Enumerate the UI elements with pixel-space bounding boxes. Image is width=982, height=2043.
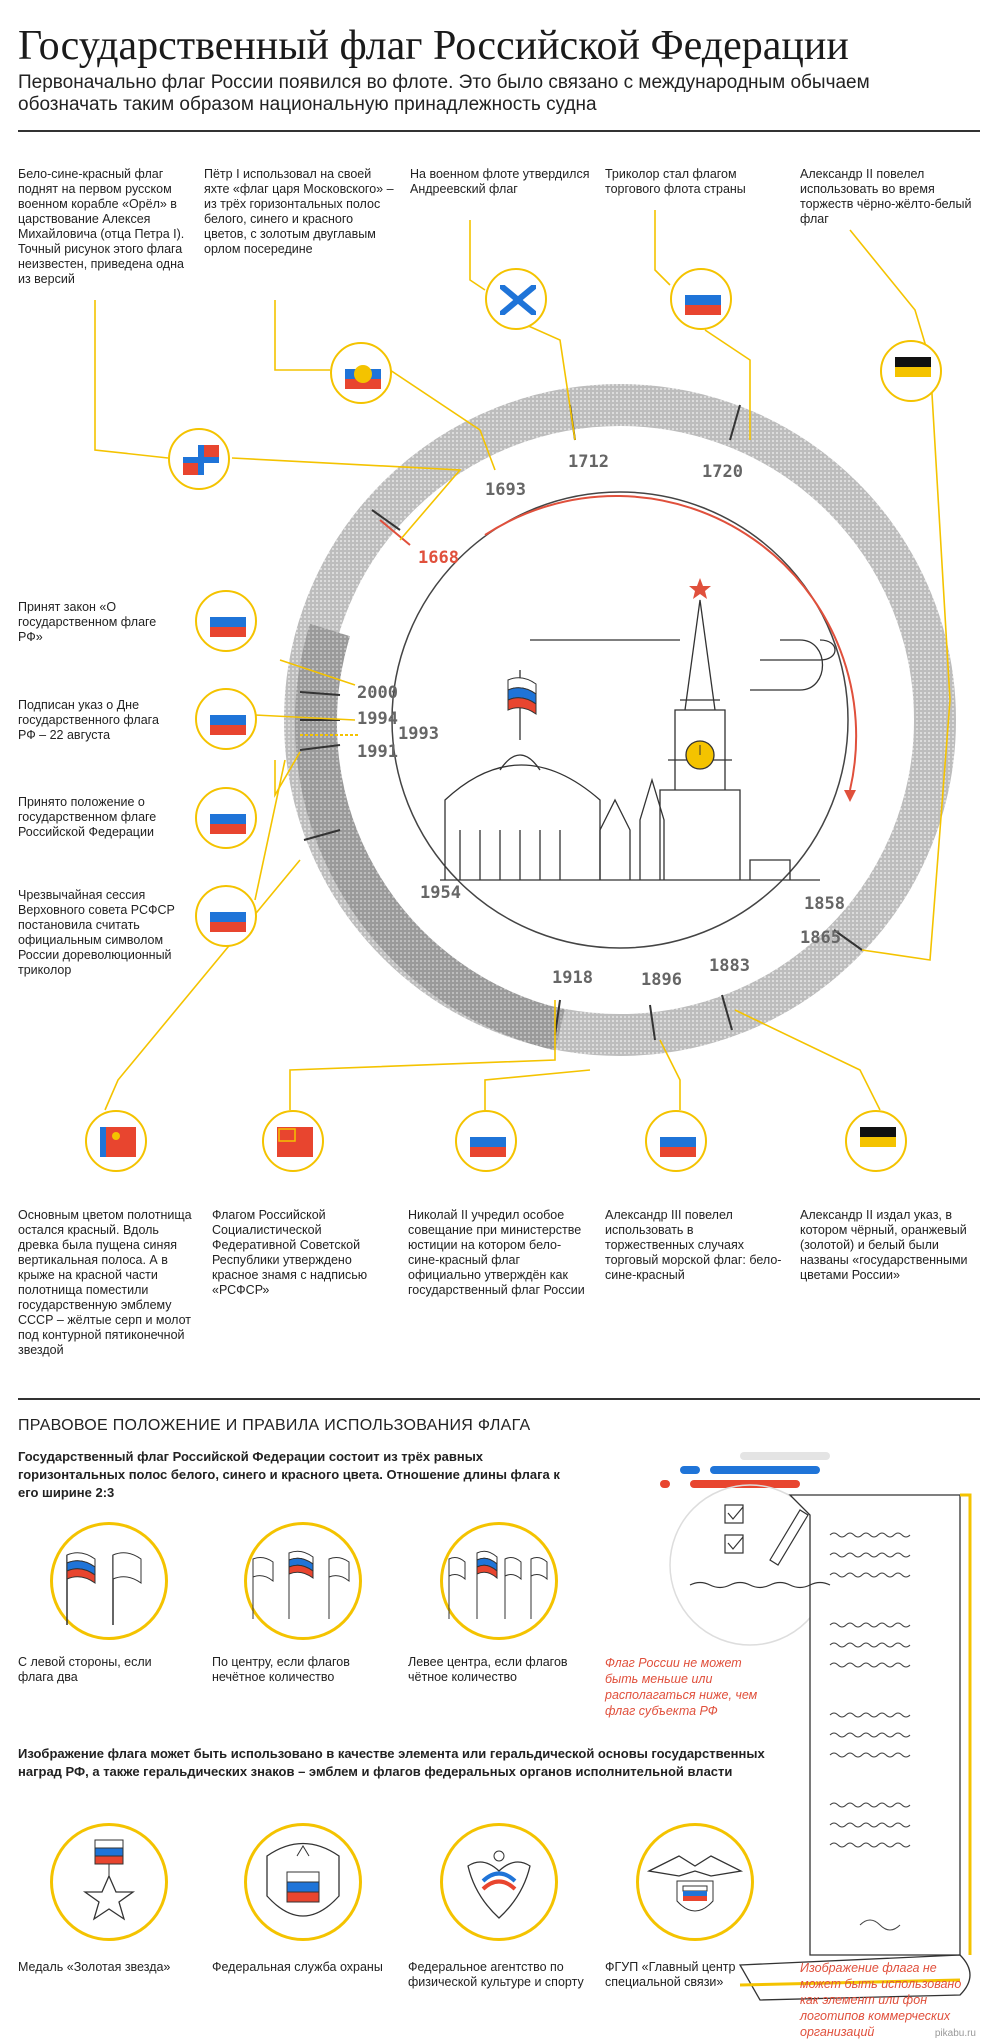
caption-1994: Подписан указ о Дне государственного фла… [18, 698, 159, 742]
gold-star-medal-icon [50, 1823, 168, 1941]
year-1865: 1865 [800, 928, 841, 948]
flag-1991-icon [195, 885, 257, 947]
year-1954: 1954 [420, 883, 461, 903]
year-1720: 1720 [702, 462, 743, 482]
flag-1720-icon [670, 268, 732, 330]
emblem-sport-caption: Федеральное агентство по физической куль… [408, 1960, 584, 1989]
year-2000: 2000 [357, 683, 398, 703]
caption-1896: Николай II учредил особое совещание при … [408, 1208, 585, 1297]
placement-even-caption: Левее центра, если флагов чётное количес… [408, 1655, 568, 1684]
year-1993: 1993 [398, 724, 439, 744]
sport-agency-emblem-icon [440, 1823, 558, 1941]
watermark: pikabu.ru [934, 2028, 976, 2039]
caption-1991: Чрезвычайная сессия Верховного совета РС… [18, 888, 175, 977]
placement-odd-flags-icon [244, 1522, 362, 1640]
flag-2000-icon [195, 590, 257, 652]
flag-1858-icon [880, 340, 942, 402]
emblem-comm-caption: ФГУП «Главный центр специальной связи» [605, 1960, 736, 1989]
caption-1918: Флагом Российской Социалистической Федер… [212, 1208, 368, 1297]
caption-1883: Александр III повелел использовать в тор… [605, 1208, 782, 1282]
flag-1918-icon [262, 1110, 324, 1172]
scroll-document-icon [669, 1484, 972, 2001]
caption-1668: Бело-сине-красный флаг поднят на первом … [18, 167, 185, 286]
special-comm-emblem-icon [636, 1823, 754, 1941]
note-subject-flag: Флаг России не может быть меньше или рас… [605, 1656, 758, 1718]
year-1883: 1883 [709, 956, 750, 976]
placement-two-flags-icon [50, 1522, 168, 1640]
year-1994: 1994 [357, 709, 398, 729]
emblem-medal-caption: Медаль «Золотая звезда» [18, 1960, 171, 1974]
flag-1712-icon [485, 268, 547, 330]
timeline-graphic [94, 210, 956, 1111]
usage-text: Изображение флага может быть использован… [18, 1746, 765, 1779]
flag-1993-icon [195, 787, 257, 849]
flag-1896-icon [455, 1110, 517, 1172]
year-1991: 1991 [357, 742, 398, 762]
page-title: Государственный флаг Российской Федераци… [18, 23, 849, 69]
year-1858: 1858 [804, 894, 845, 914]
caption-2000: Принят закон «О государственном флаге РФ… [18, 600, 157, 644]
emblem-fso-caption: Федеральная служба охраны [212, 1960, 383, 1974]
year-1896: 1896 [641, 970, 682, 990]
caption-1858: Александр II повелел использовать во вре… [800, 167, 972, 226]
year-1712: 1712 [568, 452, 609, 472]
placement-odd-caption: По центру, если флагов нечётное количест… [212, 1655, 350, 1684]
decor-pills [660, 1452, 830, 1488]
caption-1954: Основным цветом полотнища остался красны… [18, 1208, 192, 1357]
caption-1720: Триколор стал флагом торгового флота стр… [605, 167, 746, 196]
fso-emblem-icon [244, 1823, 362, 1941]
flag-1865-icon [845, 1110, 907, 1172]
page-subtitle: Первоначально флаг России появился во фл… [18, 72, 870, 115]
note-commercial-logos: Изображение флага не может быть использо… [800, 1961, 962, 2039]
flag-1693-icon [330, 342, 392, 404]
placement-even-flags-icon [440, 1522, 558, 1640]
flag-1668-icon [168, 428, 230, 490]
rules-intro: Государственный флаг Российской Федераци… [18, 1449, 560, 1500]
year-1693: 1693 [485, 480, 526, 500]
placement-two-caption: С левой стороны, если флага два [18, 1655, 152, 1684]
rules-heading: ПРАВОВОЕ ПОЛОЖЕНИЕ И ПРАВИЛА ИСПОЛЬЗОВАН… [18, 1417, 531, 1434]
year-1668: 1668 [418, 548, 459, 568]
flag-1954-icon [85, 1110, 147, 1172]
caption-1693: Пётр I использовал на своей яхте «флаг ц… [204, 167, 394, 256]
section-divider [18, 1398, 980, 1400]
caption-1993: Принято положение о государственном флаг… [18, 795, 157, 839]
header-divider [18, 130, 980, 132]
flag-1994-icon [195, 688, 257, 750]
caption-1712: На военном флоте утвердился Андреевский … [410, 167, 590, 196]
flag-1883-icon [645, 1110, 707, 1172]
year-1918: 1918 [552, 968, 593, 988]
caption-1865: Александр II издал указ, в котором чёрны… [800, 1208, 968, 1282]
